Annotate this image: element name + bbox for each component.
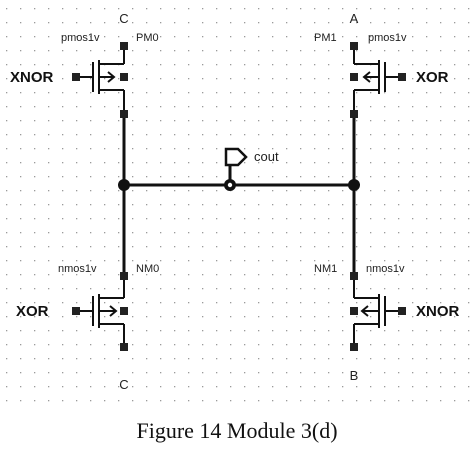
pm1-gate-label: XOR bbox=[416, 69, 449, 86]
junction-mid-core bbox=[227, 182, 233, 188]
nm1-terminal-label: B bbox=[350, 368, 359, 383]
pm0-gate-label: XNOR bbox=[10, 69, 54, 86]
pin-nm1-source bbox=[350, 343, 358, 351]
pm0-terminal-label: C bbox=[119, 11, 128, 26]
cout-label: cout bbox=[254, 149, 279, 164]
nm0-gate-label: XOR bbox=[16, 303, 49, 320]
transistor-pm0[interactable] bbox=[80, 50, 125, 110]
schematic-canvas: cout C pmos1v PM0 XNOR A PM1 pmos1v XOR bbox=[6, 8, 470, 402]
pin-pm0-source bbox=[120, 110, 128, 118]
wire-net bbox=[122, 117, 356, 277]
pin-nm1-body bbox=[350, 307, 358, 315]
grid-dots bbox=[6, 8, 470, 402]
pin-pm1-body bbox=[350, 73, 358, 81]
junction-right bbox=[348, 179, 360, 191]
pm1-terminal-label: A bbox=[350, 11, 359, 26]
pin-pm0-drain bbox=[120, 42, 128, 50]
figure-caption: Figure 14 Module 3(d) bbox=[136, 418, 338, 443]
nm0-terminal-label: C bbox=[119, 377, 128, 392]
junction-left bbox=[118, 179, 130, 191]
transistor-pm1[interactable] bbox=[353, 50, 398, 110]
transistor-nm0[interactable] bbox=[80, 280, 125, 343]
pm0-name-label: PM0 bbox=[136, 32, 159, 44]
transistor-nm1[interactable] bbox=[353, 280, 398, 343]
pin-pm1-gate bbox=[398, 73, 406, 81]
nm0-name-label: NM0 bbox=[136, 263, 159, 275]
pin-nm0-drain bbox=[120, 272, 128, 280]
nm1-model-label: nmos1v bbox=[366, 263, 405, 275]
pin-nm1-drain bbox=[350, 272, 358, 280]
nm0-model-label: nmos1v bbox=[58, 263, 97, 275]
pin-pm0-body bbox=[120, 73, 128, 81]
pm1-name-label: PM1 bbox=[314, 32, 337, 44]
pin-nm1-gate bbox=[398, 307, 406, 315]
nm1-name-label: NM1 bbox=[314, 263, 337, 275]
output-pin-icon[interactable] bbox=[224, 147, 248, 167]
pin-nm0-source bbox=[120, 343, 128, 351]
pin-nm0-body bbox=[120, 307, 128, 315]
pin-pm1-drain bbox=[350, 42, 358, 50]
pm0-model-label: pmos1v bbox=[61, 32, 100, 44]
pin-pm1-source bbox=[350, 110, 358, 118]
pin-nm0-gate bbox=[72, 307, 80, 315]
pin-pm0-gate bbox=[72, 73, 80, 81]
nm1-gate-label: XNOR bbox=[416, 303, 460, 320]
pm1-model-label: pmos1v bbox=[368, 32, 407, 44]
